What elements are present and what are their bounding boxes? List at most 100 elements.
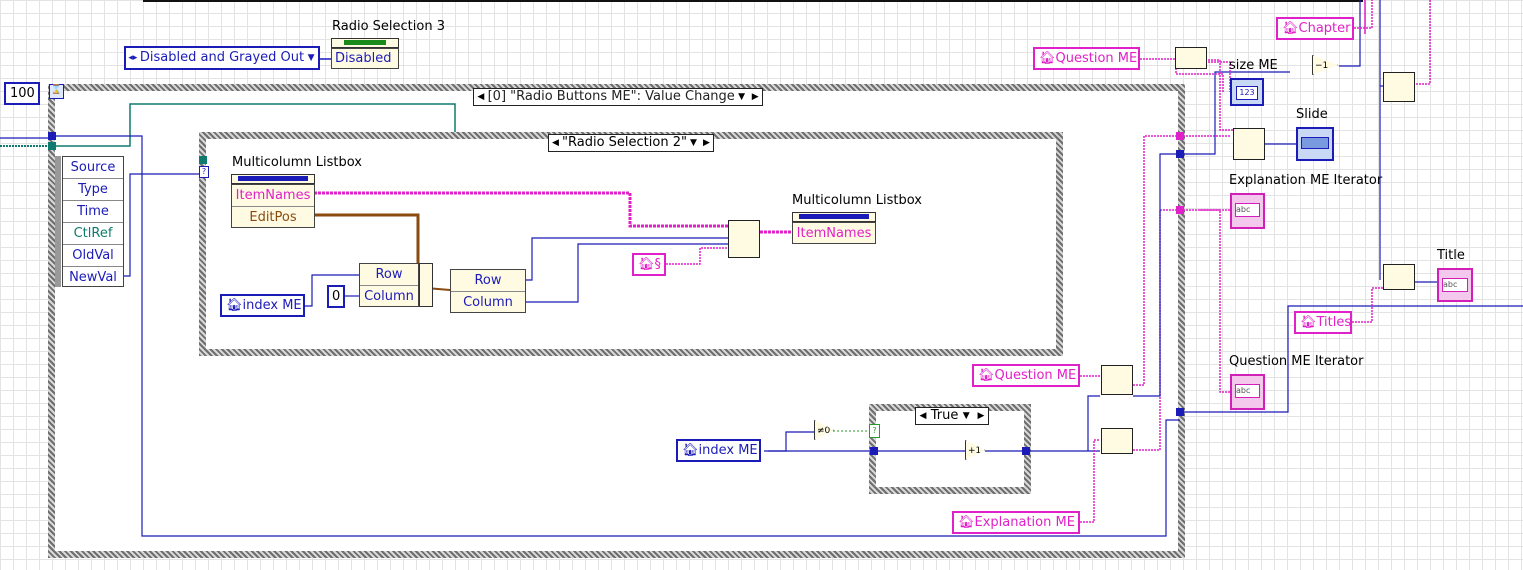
tunnel-terminal — [1176, 206, 1184, 214]
event-case-label: [0] "Radio Buttons ME": Value Change — [487, 89, 735, 104]
next-case-icon: ▶ — [703, 138, 710, 148]
event-data-source: Source — [70, 160, 116, 175]
question-iterator-label: Question ME Iterator — [1229, 354, 1364, 369]
inner-case-label: "Radio Selection 2" — [562, 135, 687, 150]
prev-case-icon: ◀ — [552, 138, 559, 148]
question-me-label: Question ME — [994, 368, 1077, 383]
search-array-node[interactable] — [1383, 72, 1415, 102]
local-variable-icon: 🏠︎ — [1300, 315, 1317, 330]
size-me-indicator[interactable]: 123 — [1230, 78, 1264, 106]
chevron-down-icon: ▼ — [738, 92, 746, 102]
tunnel-terminal — [48, 142, 56, 150]
tunnel-terminal — [1176, 408, 1184, 416]
chevron-down-icon: ▼ — [690, 138, 697, 148]
local-variable-icon: 🏠︎ — [1282, 21, 1299, 36]
green-bar-icon — [344, 40, 386, 45]
tunnel-terminal — [870, 447, 878, 455]
replace-array-subset-node[interactable] — [728, 220, 760, 258]
prop-itemnames: ItemNames — [235, 188, 311, 203]
loop-constant-100[interactable]: 100 — [4, 82, 40, 105]
prev-case-icon: ◀ — [477, 92, 485, 102]
loop-timeout-icon: ⌛ — [49, 84, 64, 99]
explanation-iterator-indicator[interactable]: abc — [1230, 193, 1265, 229]
titles-local[interactable]: 🏠︎Titles — [1294, 311, 1352, 334]
section-label: § — [654, 257, 662, 272]
multicolumn-listbox-label-1: Multicolumn Listbox — [232, 155, 362, 170]
question-me-local-1[interactable]: 🏠︎Question ME — [1033, 47, 1140, 70]
local-variable-icon: 🏠︎ — [978, 368, 995, 383]
event-data-type: Type — [63, 178, 123, 200]
section-local[interactable]: 🏠︎§ — [632, 253, 666, 276]
slide-indicator[interactable] — [1296, 127, 1334, 161]
tunnel-terminal — [48, 132, 56, 140]
string-icon: abc — [1235, 384, 1260, 398]
question-iterator-indicator[interactable]: abc — [1230, 374, 1265, 410]
numeric-icon: 123 — [1236, 86, 1258, 100]
radio-selection-3-node[interactable] — [331, 38, 399, 48]
prop-itemnames-write: ItemNames — [796, 226, 872, 241]
multicolumn-listbox-label-2: Multicolumn Listbox — [792, 193, 922, 208]
event-data-node[interactable]: Source Type Time CtlRef OldVal NewVal — [62, 156, 124, 287]
event-data-time: Time — [63, 200, 123, 222]
case-selector-question-icon: ? — [199, 166, 209, 178]
string-icon: abc — [1235, 203, 1260, 217]
cluster-column-2: Column — [451, 291, 525, 313]
case-selector-terminal — [199, 156, 207, 164]
cluster-column-1: Column — [360, 285, 418, 307]
unbundle-row-column-2[interactable]: Row Column — [450, 269, 526, 313]
disabled-property-label: Disabled — [335, 51, 392, 66]
index-array-node-1[interactable] — [1101, 365, 1133, 395]
title-indicator[interactable]: abc — [1437, 268, 1473, 302]
slide-label: Slide — [1296, 107, 1328, 122]
array-size-node[interactable] — [1175, 47, 1207, 69]
tunnel-terminal — [1176, 150, 1184, 158]
question-me-label: Question ME — [1055, 51, 1138, 66]
index-me-local-2[interactable]: 🏠︎index ME — [676, 439, 761, 462]
top-frame-edge — [143, 0, 1363, 2]
index-array-node-3[interactable] — [1233, 128, 1265, 160]
index-me-label: index ME — [242, 298, 302, 313]
zero-constant[interactable]: 0 — [327, 285, 345, 308]
explanation-me-local[interactable]: 🏠︎Explanation ME — [952, 511, 1080, 534]
local-variable-icon: 🏠︎ — [638, 257, 655, 272]
titles-label: Titles — [1316, 315, 1352, 330]
disabled-enum-value: Disabled and Grayed Out — [139, 50, 305, 65]
bundle-node-icon — [419, 263, 433, 307]
chapter-label: Chapter — [1298, 21, 1351, 36]
chevron-down-icon: ▼ — [307, 53, 315, 63]
tunnel-terminal — [1176, 132, 1184, 140]
string-icon: abc — [1442, 278, 1468, 292]
size-me-label: size ME — [1229, 58, 1278, 73]
index-me-local-1[interactable]: 🏠︎index ME — [220, 294, 305, 317]
tunnel-terminal — [1022, 447, 1030, 455]
local-variable-icon: 🏠︎ — [682, 443, 699, 458]
unbundle-row-column-1[interactable]: Row Column — [359, 263, 419, 307]
event-data-left-bar — [55, 156, 61, 287]
disabled-property[interactable]: Disabled — [331, 48, 399, 69]
event-data-newval: NewVal — [63, 266, 123, 288]
cluster-row-2: Row — [474, 273, 502, 288]
disabled-enum-constant[interactable]: ◂▸ Disabled and Grayed Out ▼ — [124, 46, 320, 70]
event-data-oldval: OldVal — [63, 244, 123, 266]
local-variable-icon: 🏠︎ — [958, 515, 975, 530]
listbox-ref-bar — [231, 174, 315, 184]
index-array-node-2[interactable] — [1101, 428, 1133, 454]
property-node-write[interactable]: ItemNames — [792, 222, 876, 244]
radio-selection-3-label: Radio Selection 3 — [332, 19, 445, 34]
property-node-read[interactable]: ItemNames EditPos — [231, 184, 315, 228]
listbox-ref-bar-2 — [792, 212, 876, 222]
title-label: Title — [1437, 248, 1465, 263]
next-case-icon: ▶ — [751, 92, 759, 102]
slide-bar-icon — [1301, 137, 1329, 149]
next-case-icon: ▶ — [977, 411, 985, 421]
question-me-local-2[interactable]: 🏠︎Question ME — [972, 364, 1080, 387]
index-me-label: index ME — [698, 443, 758, 458]
index-array-node-4[interactable] — [1383, 264, 1415, 290]
chapter-local[interactable]: 🏠︎Chapter — [1276, 17, 1354, 40]
inner-case-selector[interactable]: ◀ "Radio Selection 2" ▼ ▶ — [548, 134, 714, 152]
true-case-selector[interactable]: ◀ True ▼ ▶ — [915, 407, 989, 425]
event-case-selector[interactable]: ◀ [0] "Radio Buttons ME": Value Change ▼… — [473, 88, 763, 106]
cluster-row-1: Row — [375, 267, 403, 282]
true-case-selector-terminal: ? — [869, 424, 880, 438]
